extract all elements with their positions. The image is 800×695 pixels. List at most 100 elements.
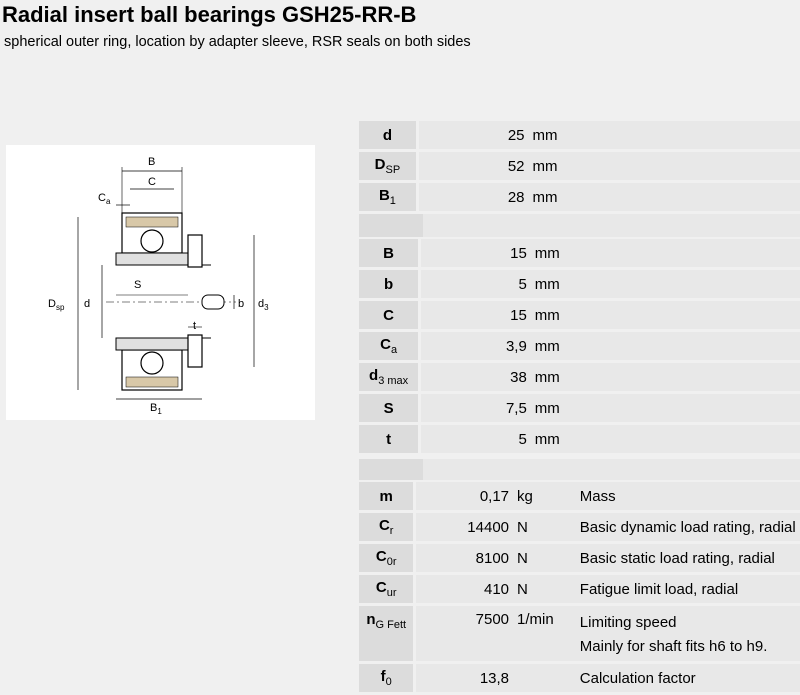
description-cell <box>588 361 800 394</box>
description: Limiting speed <box>579 614 677 631</box>
description: Fatigue limit load, radial <box>579 580 739 598</box>
label-d: d <box>84 298 90 310</box>
symbol-subscript: 0r <box>386 556 397 568</box>
value-cell: 410 <box>414 573 514 606</box>
description-note: Mainly for shaft fits h6 to h9. <box>579 638 768 655</box>
description: Mass <box>579 487 616 505</box>
description-cell: Fatigue limit load, radial <box>567 573 800 606</box>
description-cell <box>588 299 800 332</box>
symbol-cell: d3 max <box>359 361 422 394</box>
unit-cell: mm <box>530 299 589 332</box>
symbol-subscript: 0 <box>385 676 392 688</box>
description-cell <box>586 150 800 183</box>
description-cell: Mass <box>567 482 800 513</box>
unit-cell: mm <box>528 181 587 214</box>
symbol: B <box>378 187 390 204</box>
page-subtitle: spherical outer ring, location by adapte… <box>4 34 471 50</box>
description: Basic dynamic load rating, radial <box>579 518 796 536</box>
unit-cell: mm <box>530 268 589 301</box>
symbol: t <box>386 430 392 448</box>
label-b: b <box>238 298 244 310</box>
value-cell: 13,8 <box>414 662 514 695</box>
symbol: n <box>366 611 376 628</box>
value-cell: 5 <box>419 423 531 456</box>
description-cell <box>588 423 800 456</box>
symbol: C <box>375 579 387 596</box>
symbol: f <box>380 668 386 685</box>
unit-cell: N <box>513 511 568 544</box>
unit-cell: N <box>513 573 568 606</box>
symbol-subscript: r <box>389 525 394 537</box>
value-cell: 15 <box>419 299 531 332</box>
value-cell: 15 <box>419 239 531 270</box>
unit-cell: kg <box>513 482 568 513</box>
symbol-cell: B <box>359 239 422 270</box>
symbol-subscript: a <box>390 344 398 356</box>
symbol: d <box>369 367 379 384</box>
symbol-cell: d <box>359 121 419 152</box>
symbol: b <box>384 275 394 293</box>
symbol: B <box>383 244 394 262</box>
symbol-cell: nG Fett <box>359 604 417 664</box>
symbol-cell: B1 <box>359 181 419 214</box>
value-cell: 14400 <box>414 511 514 544</box>
unit-cell: mm <box>530 239 589 270</box>
value-cell: 52 <box>417 150 529 183</box>
value-cell: 0,17 <box>414 482 514 513</box>
symbol-cell: C0r <box>359 542 417 575</box>
symbol: m <box>379 487 393 505</box>
symbol-subscript: SP <box>385 164 401 176</box>
description-cell: Basic dynamic load rating, radial <box>567 511 800 544</box>
description: Calculation factor <box>579 669 696 687</box>
symbol-cell: m <box>359 482 417 513</box>
symbol-cell: S <box>359 392 422 425</box>
unit-cell <box>513 662 568 695</box>
bearing-drawing: B C Ca Dsp d S b d3 t B1 <box>6 145 315 420</box>
label-B: B <box>148 156 155 168</box>
unit-cell: mm <box>528 150 587 183</box>
label-S: S <box>134 279 141 291</box>
label-B1: B1 <box>150 402 162 416</box>
description-cell <box>588 330 800 363</box>
value-cell: 3,9 <box>419 330 531 363</box>
symbol: S <box>383 399 394 417</box>
symbol-cell: DSP <box>359 150 419 183</box>
description: Basic static load rating, radial <box>579 549 775 567</box>
symbol-subscript: 1 <box>389 195 396 207</box>
page-title: Radial insert ball bearings GSH25-RR-B <box>2 2 417 27</box>
separator <box>359 214 800 237</box>
label-d3: d3 <box>258 298 269 312</box>
unit-cell: N <box>513 542 568 575</box>
symbol-subscript: G Fett <box>375 619 407 631</box>
value-cell: 7,5 <box>419 392 531 425</box>
symbol-cell: Cur <box>359 573 417 606</box>
symbol: d <box>382 126 392 144</box>
label-Ca: Ca <box>98 192 111 206</box>
symbol-subscript: 3 max <box>378 375 409 387</box>
label-t: t <box>193 320 196 332</box>
unit-cell: mm <box>530 330 589 363</box>
unit-cell: mm <box>530 361 589 394</box>
symbol: D <box>374 156 386 173</box>
symbol: C <box>380 336 391 353</box>
unit-cell: mm <box>530 423 589 456</box>
description-cell: Basic static load rating, radial <box>567 542 800 575</box>
description-cell <box>588 239 800 270</box>
symbol-cell: f0 <box>359 662 417 695</box>
separator <box>359 459 800 480</box>
value-cell: 38 <box>419 361 531 394</box>
symbol: C <box>375 548 387 565</box>
